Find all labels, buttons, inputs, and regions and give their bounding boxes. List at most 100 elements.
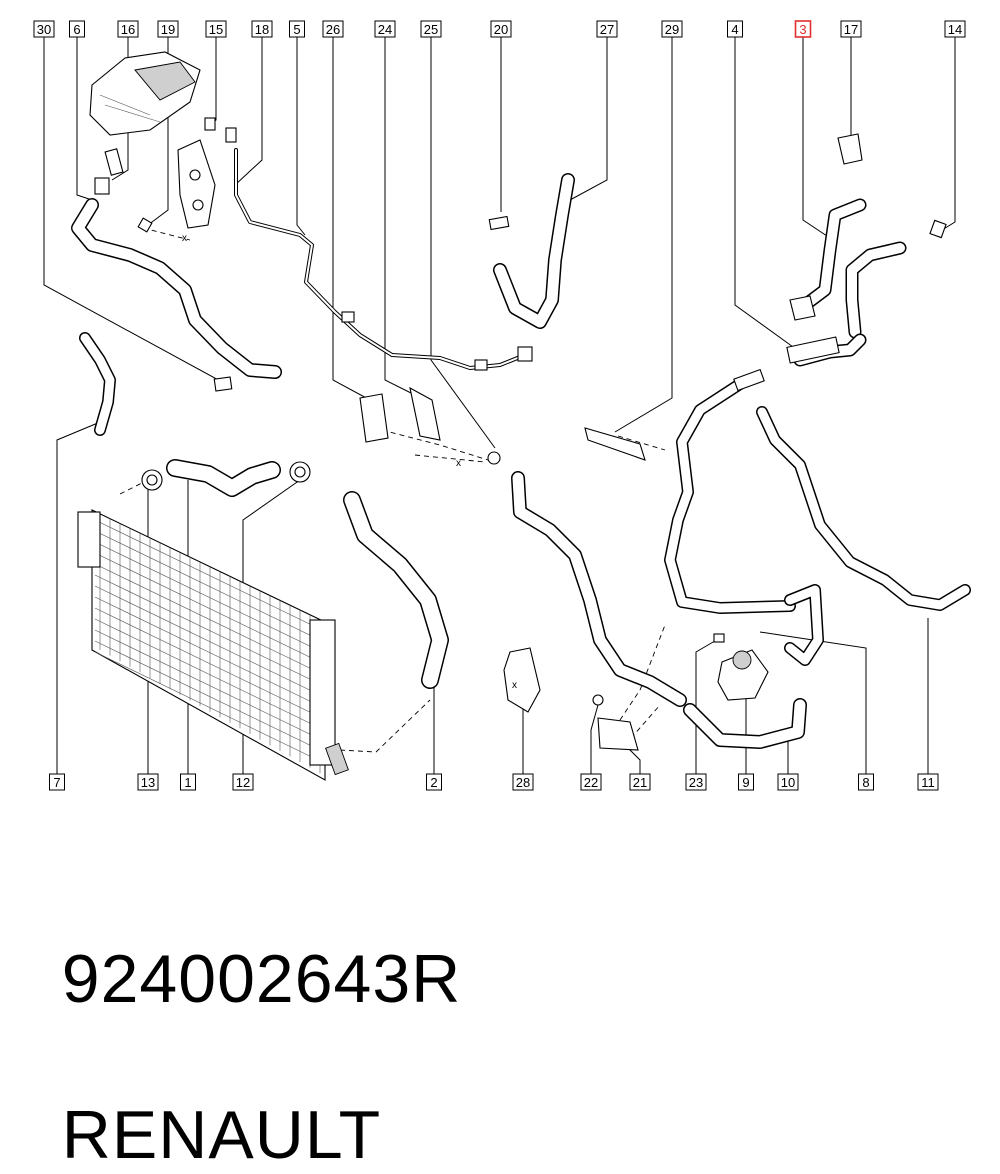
callout-label: 25: [424, 22, 438, 37]
callout-box: [117, 20, 139, 38]
hose-6-fill: [72, 199, 281, 378]
callout-label: 26: [326, 22, 340, 37]
x-mark: x: [456, 458, 461, 469]
callout-label: 24: [378, 22, 392, 37]
callout-label: 5: [293, 22, 300, 37]
radiator-fin: [94, 640, 323, 752]
callout-label: 10: [781, 775, 795, 790]
callout-box: [685, 773, 707, 791]
callout-22: 22: [580, 773, 602, 791]
callout-box: [232, 773, 254, 791]
hose-3-fill: [800, 200, 865, 310]
callout-3: 3: [794, 20, 812, 38]
callout-label: 14: [948, 22, 962, 37]
callout-label: 27: [600, 22, 614, 37]
hose-10-fill: [684, 699, 806, 748]
callout-box: [858, 773, 874, 791]
callout-label: 20: [494, 22, 508, 37]
radiator-fin: [94, 651, 323, 763]
callout-10: 10: [777, 773, 799, 791]
callout-box: [33, 20, 55, 38]
hose-3b-fill: [847, 243, 905, 337]
callout-16: 16: [117, 20, 139, 38]
callout-12: 12: [232, 773, 254, 791]
callout-label: 13: [141, 775, 155, 790]
x-mark: x: [512, 680, 517, 691]
hose-25: [511, 471, 687, 707]
callout-box: [738, 773, 754, 791]
hose-11-fill: [757, 407, 970, 610]
callout-21: 21: [629, 773, 651, 791]
callout-17: 17: [840, 20, 862, 38]
radiator-fin: [94, 629, 323, 741]
callout-box: [420, 20, 442, 38]
footer: 924002643R RENAULT: [22, 862, 461, 1174]
callout-13: 13: [137, 773, 159, 791]
hose-7-fill: [80, 333, 115, 435]
callout-19: 19: [157, 20, 179, 38]
callout-7: 7: [49, 773, 65, 791]
callout-label: 12: [236, 775, 250, 790]
callout-label: 15: [209, 22, 223, 37]
hose-11: [756, 406, 971, 611]
radiator-fin: [94, 607, 323, 719]
callout-5: 5: [289, 20, 305, 38]
callout-label: 2: [430, 775, 437, 790]
callout-8: 8: [858, 773, 874, 791]
hose-27-fill: [494, 174, 574, 328]
mounting-bracket: [137, 117, 237, 233]
sensor-cable: [234, 148, 533, 371]
callout-label: 7: [53, 775, 60, 790]
callout-box: [596, 20, 618, 38]
callout-label: 3: [799, 22, 806, 37]
callout-label: 6: [73, 22, 80, 37]
radiator-fin: [94, 618, 323, 730]
callout-label: 8: [862, 775, 869, 790]
callout-box: [205, 20, 227, 38]
callout-box: [512, 773, 534, 791]
callout-box: [944, 20, 966, 38]
callout-label: 17: [844, 22, 858, 37]
hose-1-fill: [167, 460, 280, 496]
x-mark: x: [182, 233, 187, 244]
callout-27: 27: [596, 20, 618, 38]
callout-18: 18: [251, 20, 273, 38]
radiator-fin: [94, 552, 323, 664]
callout-box: [794, 20, 812, 38]
callout-label: 23: [689, 775, 703, 790]
callout-1: 1: [180, 773, 196, 791]
callout-26: 26: [322, 20, 344, 38]
callout-label: 18: [255, 22, 269, 37]
callout-label: 16: [121, 22, 135, 37]
callout-24: 24: [374, 20, 396, 38]
callout-box: [322, 20, 344, 38]
leader-lines: [43, 37, 956, 774]
assembly-dashed-lines: [119, 227, 666, 753]
callout-label: 22: [584, 775, 598, 790]
hose-2-fill: [344, 492, 448, 688]
brand-name: RENAULT: [61, 1097, 382, 1173]
callout-28: 28: [512, 773, 534, 791]
assembly-marks: x x x: [182, 233, 517, 691]
callout-label: 19: [161, 22, 175, 37]
callout-label: 30: [37, 22, 51, 37]
callout-box: [580, 773, 602, 791]
callout-label: 21: [633, 775, 647, 790]
radiator-fin: [94, 563, 323, 675]
callout-box: [629, 773, 651, 791]
callout-label: 28: [516, 775, 530, 790]
callout-box: [157, 20, 179, 38]
callout-box: [426, 773, 442, 791]
callout-29: 29: [661, 20, 683, 38]
hose-29-fill: [665, 379, 795, 613]
callout-6: 6: [69, 20, 85, 38]
radiator-fin: [94, 541, 323, 653]
radiator-fin: [94, 585, 323, 697]
callout-box: [917, 773, 939, 791]
callout-box: [661, 20, 683, 38]
callout-box: [777, 773, 799, 791]
callout-box: [840, 20, 862, 38]
callout-box: [251, 20, 273, 38]
small-parts: [141, 133, 947, 751]
callout-15: 15: [205, 20, 227, 38]
